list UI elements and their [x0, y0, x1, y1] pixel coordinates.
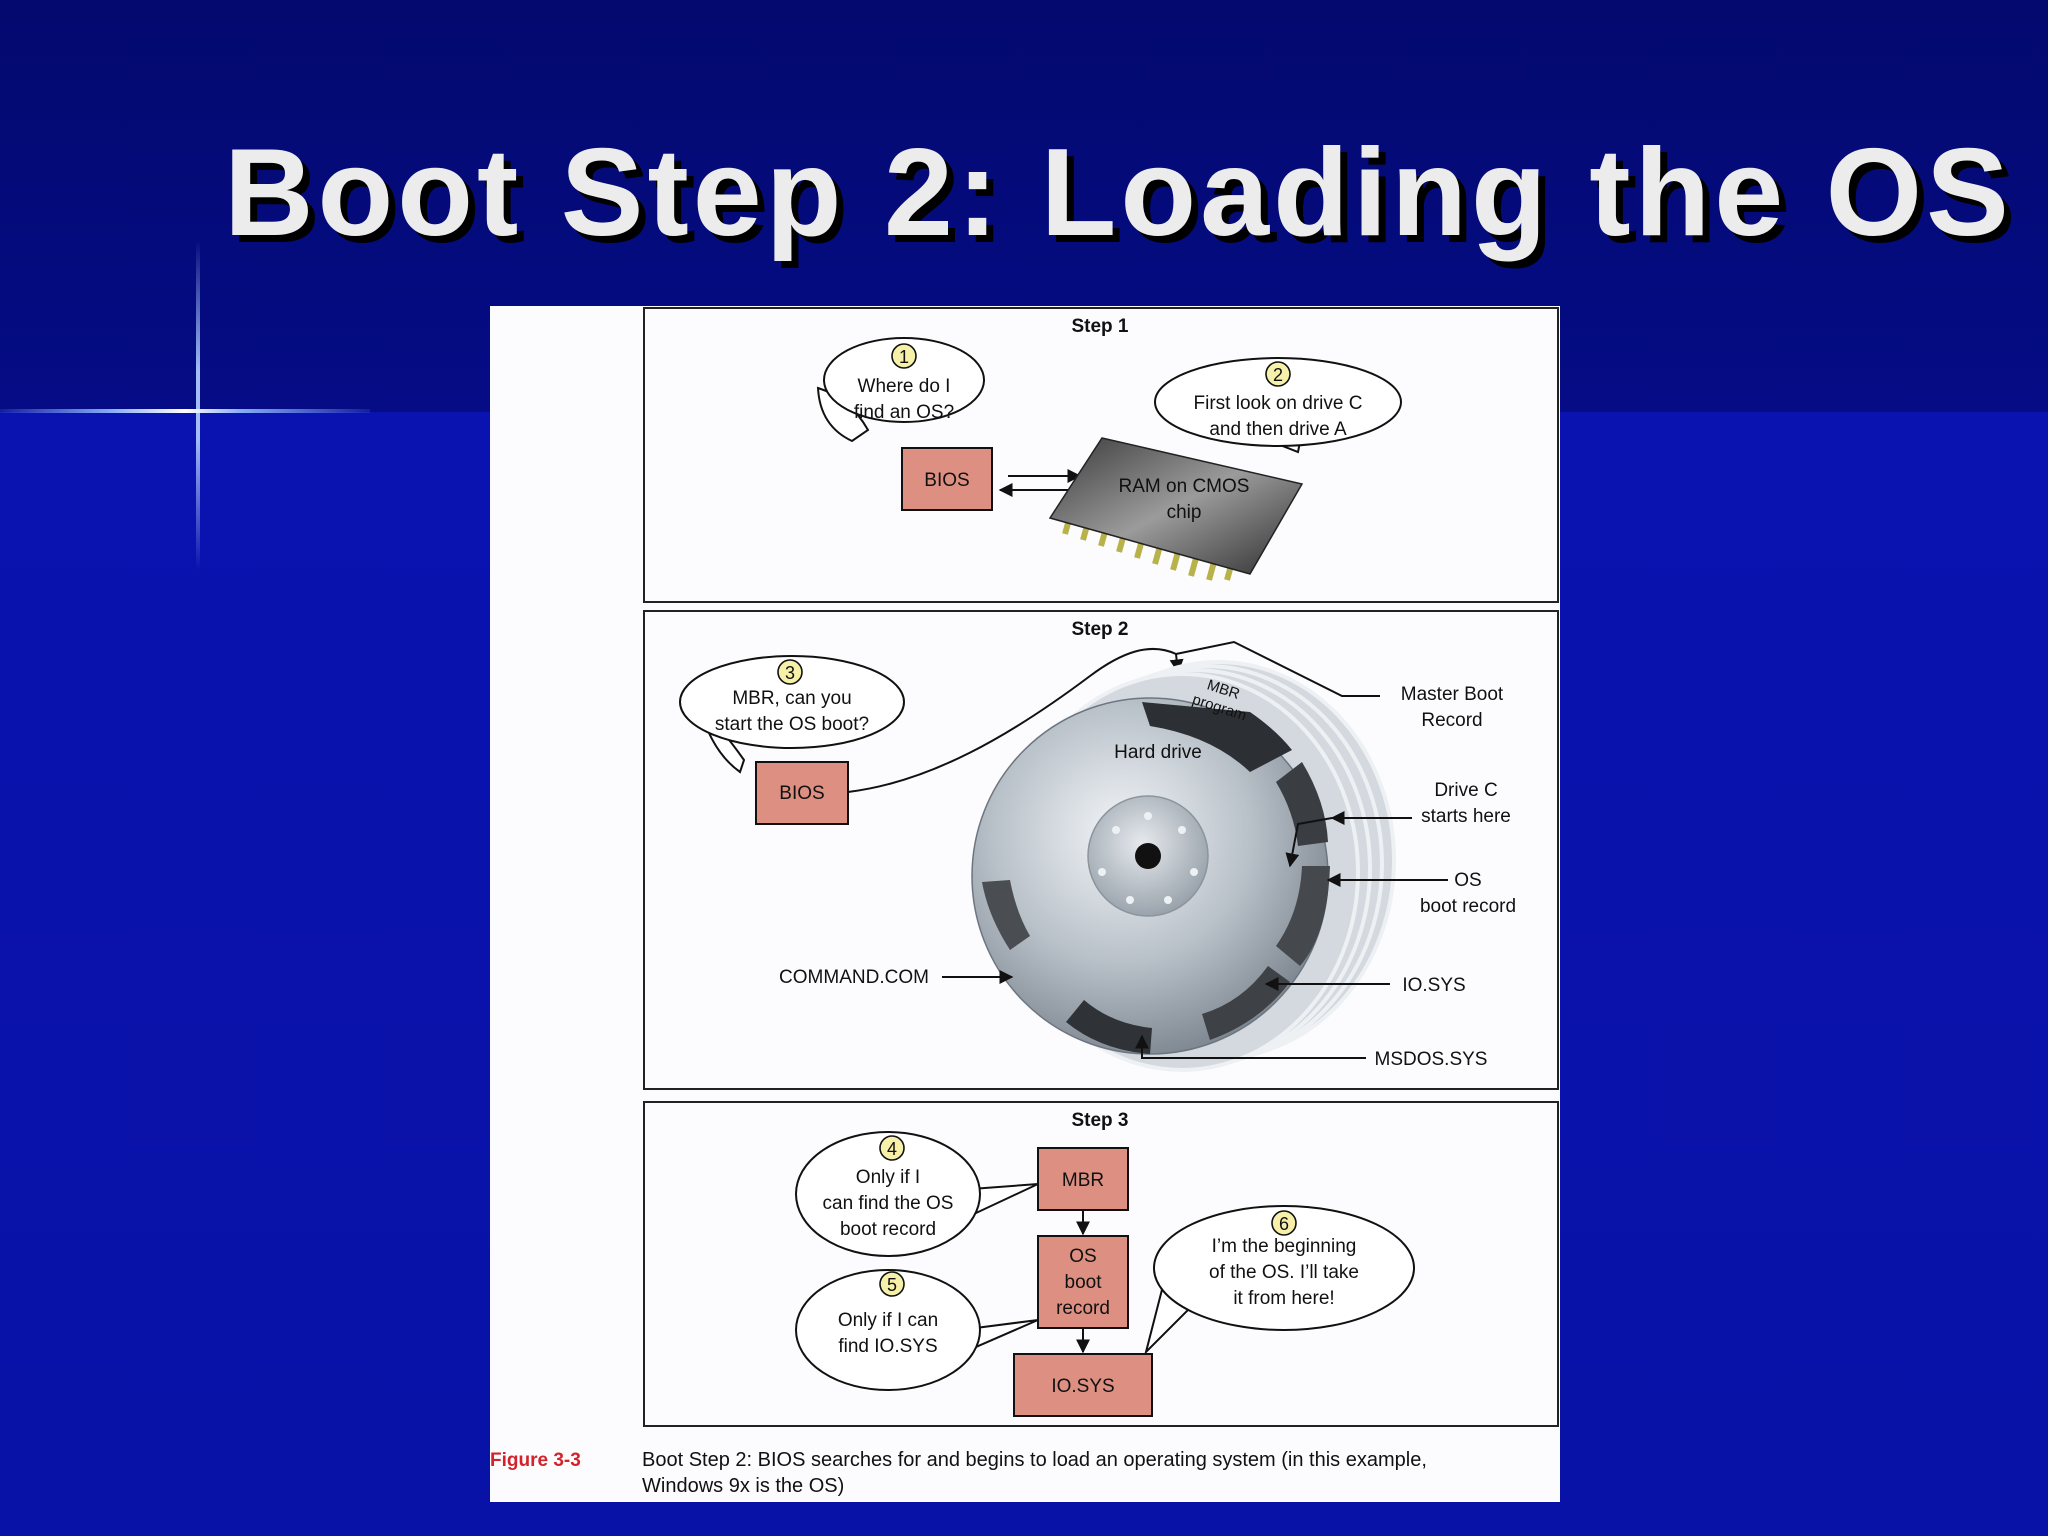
io-sys-label: IO.SYS: [1402, 975, 1465, 996]
bubble-6-line-3: it from here!: [1233, 1288, 1334, 1309]
figure-caption-label: Figure 3-3: [490, 1450, 581, 1471]
mbr-bracket-line: [1175, 640, 1380, 697]
master-boot-record-line-1: Master Boot: [1401, 684, 1504, 705]
os-boot-record-sector: [1276, 866, 1330, 966]
decorative-horizontal-line: [0, 409, 370, 413]
step-number-1-badge: [891, 343, 917, 369]
step-2-panel: Step 2 3 MBR, can you start the OS boot?…: [643, 610, 1559, 1090]
msdos-sys-sector: [1066, 1000, 1152, 1054]
speech-bubble-1: 1 Where do I find an OS?: [816, 337, 985, 443]
bubble-2-line-1: First look on drive C: [1194, 393, 1363, 414]
figure-caption: Figure 3-3 Boot Step 2: BIOS searches fo…: [490, 1449, 1427, 1497]
hard-drive-label: Hard drive: [1114, 742, 1202, 763]
drive-c-sector: [1276, 762, 1328, 846]
bubble-6-line-2: of the OS. I’ll take: [1209, 1262, 1359, 1283]
step-number-5: 5: [887, 1275, 897, 1295]
boot-diagram: Step 1 1 Where do I find an OS? 2 First …: [490, 307, 1559, 1497]
bubble-1-line-2: find an OS?: [854, 402, 954, 423]
bubble-5-line-2: find IO.SYS: [838, 1336, 937, 1357]
bios-to-mbr-connector: [847, 647, 1184, 793]
step-number-4-badge: [879, 1135, 905, 1161]
os-boot-record-line-2: boot record: [1420, 896, 1516, 917]
step-3-heading: Step 3: [1071, 1110, 1128, 1131]
hard-drive-disc: Hard drive MBR program: [971, 676, 1330, 1055]
step-number-1: 1: [899, 347, 909, 367]
msdos-sys-pointer: [1135, 1034, 1366, 1059]
step-number-5-badge: [879, 1271, 905, 1297]
step-number-2-badge: [1265, 361, 1291, 387]
io-sys-box-label: IO.SYS: [1051, 1376, 1114, 1397]
bubble-1-line-1: Where do I: [858, 376, 951, 397]
step-number-3-badge: [777, 659, 803, 685]
os-boot-record-box-line-2: boot: [1065, 1272, 1103, 1293]
bubble-5-line-1: Only if I can: [838, 1310, 938, 1331]
bios-box-step-1-label: BIOS: [924, 470, 969, 491]
bios-box-step-1: BIOS: [901, 447, 993, 511]
step-number-6: 6: [1279, 1214, 1289, 1234]
step-number-4: 4: [887, 1139, 897, 1159]
speech-bubble-6: 6 I’m the beginning of the OS. I’ll take…: [1144, 1205, 1415, 1356]
step-1-heading: Step 1: [1071, 316, 1128, 337]
drive-c-inner-pointer: [1285, 817, 1333, 868]
io-sys-box: IO.SYS: [1013, 1353, 1153, 1417]
bios-box-step-2-label: BIOS: [779, 783, 824, 804]
step-number-3: 3: [785, 663, 795, 683]
speech-bubble-3: 3 MBR, can you start the OS boot?: [679, 655, 905, 774]
command-com-sector: [982, 880, 1030, 950]
speech-bubble-5: 5 Only if I can find IO.SYS: [795, 1269, 1039, 1391]
os-boot-record-box: OS boot record: [1037, 1235, 1129, 1329]
step-number-6-badge: [1271, 1210, 1297, 1236]
drive-c-line-1: Drive C: [1434, 780, 1497, 801]
cmos-chip: RAM on CMOS chip: [1048, 437, 1304, 581]
cmos-chip-line-1: RAM on CMOS: [1119, 476, 1250, 497]
command-com-label: COMMAND.COM: [779, 967, 929, 988]
speech-bubble-4: 4 Only if I can find the OS boot record: [795, 1131, 1039, 1257]
speech-bubble-2: 2 First look on drive C and then drive A: [1154, 357, 1402, 454]
step-number-2: 2: [1273, 365, 1283, 385]
figure-caption-line-1: Boot Step 2: BIOS searches for and begin…: [642, 1449, 1427, 1471]
os-boot-record-box-line-3: record: [1056, 1298, 1110, 1319]
bubble-3-line-2: start the OS boot?: [715, 714, 869, 735]
bubble-6-line-1: I’m the beginning: [1212, 1236, 1357, 1257]
bubble-4-line-2: can find the OS: [823, 1193, 954, 1214]
os-boot-record-box-line-1: OS: [1069, 1246, 1096, 1267]
bubble-2-line-2: and then drive A: [1209, 419, 1347, 440]
step-3-panel: Step 3 4 Only if I can find the OS boot …: [643, 1101, 1559, 1427]
cmos-chip-line-2: chip: [1167, 502, 1202, 523]
slide-title: Boot Step 2: Loading the OS: [224, 124, 2013, 262]
os-boot-record-line-1: OS: [1454, 870, 1481, 891]
step-1-panel: Step 1 1 Where do I find an OS? 2 First …: [643, 307, 1559, 603]
bios-box-step-2: BIOS: [755, 761, 849, 825]
step-2-heading: Step 2: [1071, 619, 1128, 640]
master-boot-record-line-2: Record: [1421, 710, 1482, 731]
drive-c-line-2: starts here: [1421, 806, 1511, 827]
boot-diagram-figure: Step 1 1 Where do I find an OS? 2 First …: [490, 306, 1560, 1502]
mbr-program-sector: [1142, 702, 1292, 772]
mbr-box: MBR: [1037, 1147, 1129, 1211]
bubble-3-line-1: MBR, can you: [732, 688, 851, 709]
bubble-4-line-3: boot record: [840, 1219, 936, 1240]
bubble-4-line-1: Only if I: [856, 1167, 920, 1188]
msdos-sys-label: MSDOS.SYS: [1375, 1049, 1488, 1070]
figure-caption-line-2: Windows 9x is the OS): [642, 1475, 844, 1497]
mbr-box-label: MBR: [1062, 1170, 1104, 1191]
decorative-vertical-line: [196, 240, 200, 570]
